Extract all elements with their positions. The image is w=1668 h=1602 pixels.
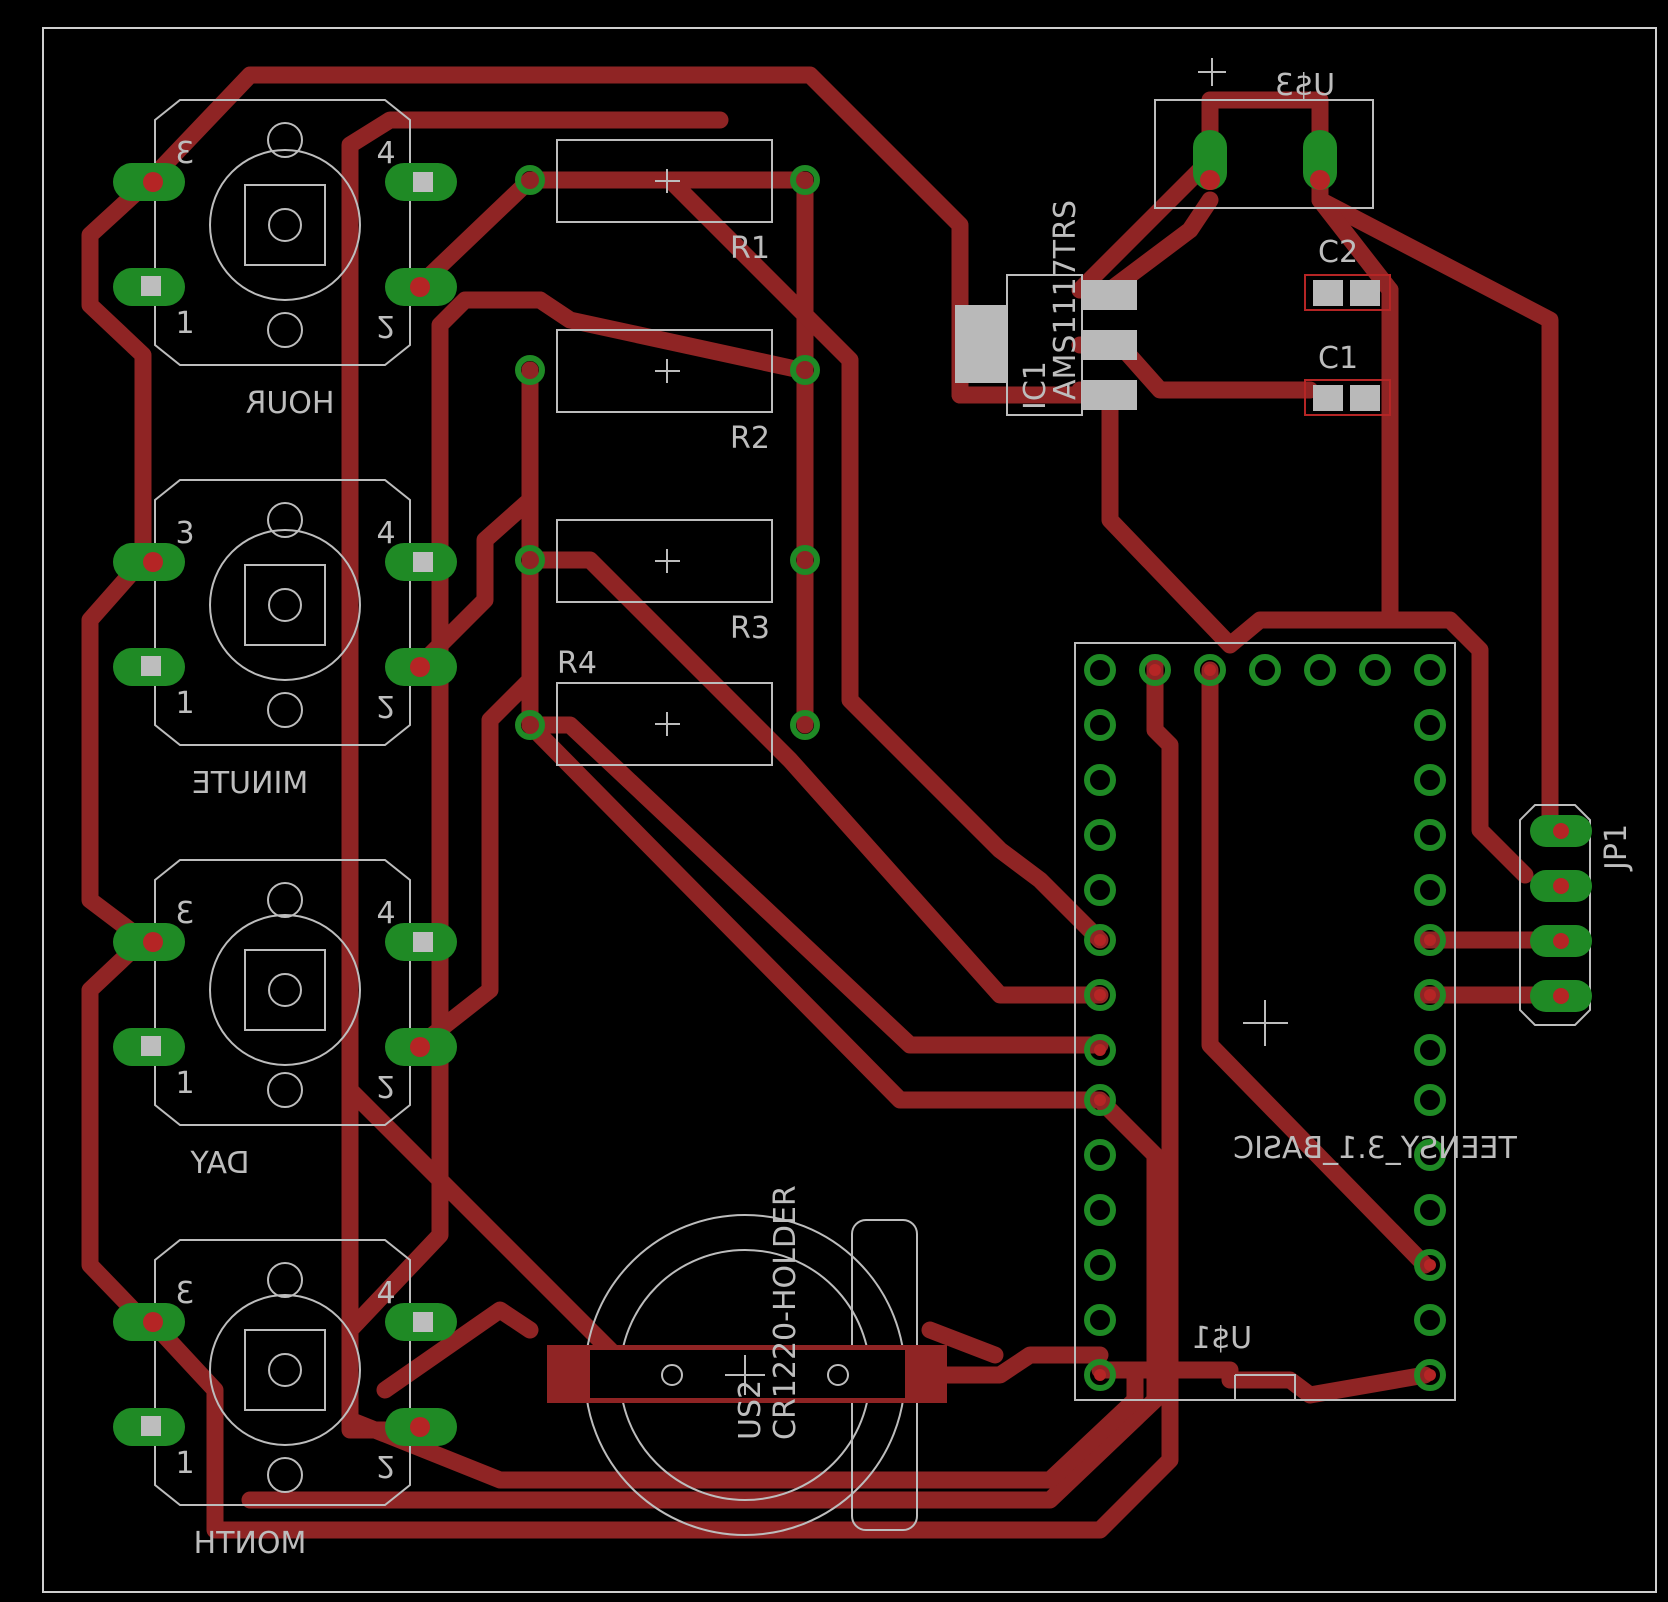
battery-holder	[547, 1214, 947, 1536]
label-c1: C1	[1318, 341, 1358, 376]
pin-label-2: 2	[376, 1448, 395, 1483]
pin-label-4: 4	[376, 896, 395, 931]
pin-label-3: 3	[175, 136, 194, 171]
label-r3: R3	[730, 611, 770, 646]
resistor-r2	[556, 329, 773, 413]
teensy-pins-left	[1084, 709, 1116, 1391]
silkscreen-labels: HOUR MINUTE DAY MONTH R1 R2 R3 R4 C2 C1 …	[175, 68, 1634, 1561]
label-u2: US2	[733, 1380, 768, 1440]
label-r2: R2	[730, 421, 770, 456]
pin-label-3: 3	[175, 1276, 194, 1311]
label-battery: CR1220-HOLDER	[768, 1185, 803, 1440]
regulator-ic1	[955, 274, 1137, 416]
label-r4: R4	[557, 646, 597, 681]
button-pads	[113, 163, 457, 1446]
resistor-r4	[556, 682, 773, 766]
teensy-module	[1074, 642, 1456, 1401]
teensy-pins-right	[1414, 709, 1446, 1391]
pin-label-2: 2	[376, 688, 395, 723]
label-u3: U$3	[1275, 68, 1335, 103]
resistor-r3	[556, 519, 773, 603]
button-month	[154, 1239, 411, 1506]
capacitor-c1	[1304, 379, 1391, 416]
capacitor-c2	[1304, 274, 1391, 311]
label-jp1: JP1	[1599, 824, 1634, 872]
label-r1: R1	[730, 231, 770, 266]
pin-label-1: 1	[175, 1446, 194, 1481]
teensy-pins-top	[1084, 654, 1446, 686]
label-c2: C2	[1318, 235, 1358, 270]
pin-label-4: 4	[376, 516, 395, 551]
pin-label-2: 2	[376, 308, 395, 343]
pin-label-4: 4	[376, 136, 395, 171]
pin-label-1: 1	[175, 686, 194, 721]
label-day: DAY	[190, 1146, 250, 1181]
label-teensy: TEENSY_3.1_BASIC	[1233, 1131, 1518, 1166]
label-u1: U$1	[1192, 1321, 1252, 1356]
pin-label-1: 1	[175, 1066, 194, 1101]
label-hour: HOUR	[246, 386, 335, 421]
board-outline	[42, 27, 1657, 1593]
pin-label-4: 4	[376, 1276, 395, 1311]
label-ic1: IC1	[1018, 361, 1053, 410]
label-minute: MINUTE	[192, 766, 308, 801]
connector-u3	[1154, 58, 1374, 209]
button-hour	[154, 99, 411, 366]
label-month: MONTH	[194, 1526, 307, 1561]
copper-traces	[81, 66, 1564, 1539]
header-jp1	[1519, 804, 1592, 1026]
pin-label-3: 3	[175, 516, 194, 551]
pin-label-1: 1	[175, 306, 194, 341]
teensy-pin-drills	[1094, 664, 1436, 1381]
label-ic1-value: AMS1117TRS	[1048, 200, 1083, 400]
pin-label-3: 3	[175, 896, 194, 931]
resistor-r1	[556, 139, 773, 223]
button-day	[154, 859, 411, 1126]
resistor-pads	[515, 165, 820, 740]
button-minute	[154, 479, 411, 746]
pin-label-2: 2	[376, 1068, 395, 1103]
